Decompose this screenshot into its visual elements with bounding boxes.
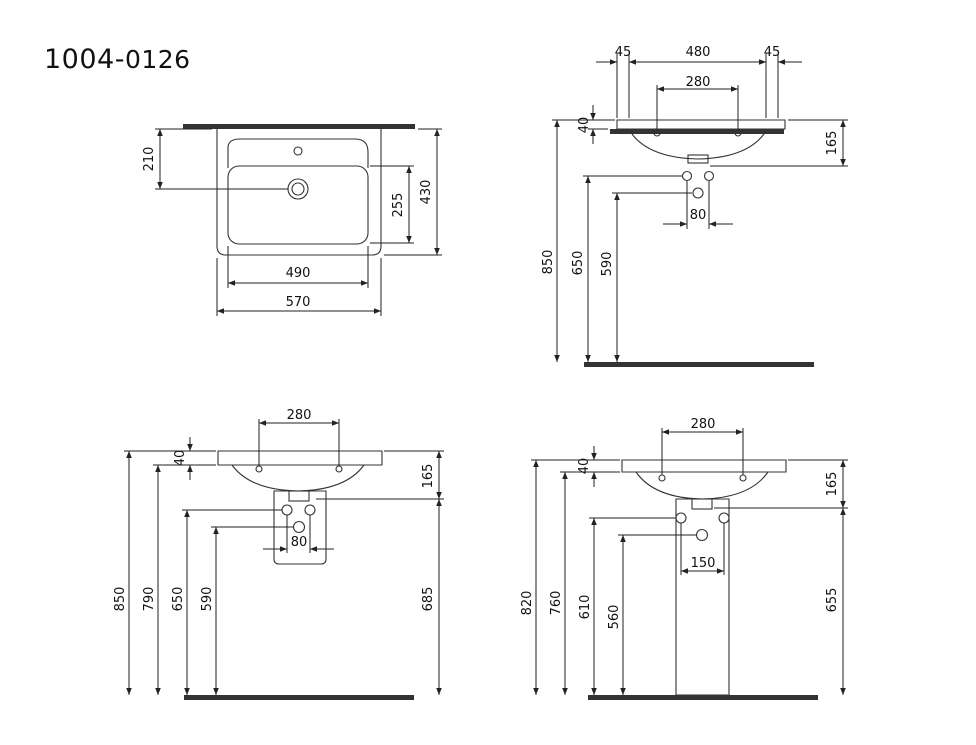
top-view-tap-deck: [227, 138, 369, 168]
full-pedestal-basin-bowl: [635, 471, 769, 500]
top-view: 210 255 430 490 570: [142, 124, 442, 316]
dim-label-490: 490: [286, 266, 311, 281]
dim-label-850-side: 850: [541, 250, 556, 275]
basin-rim: [616, 119, 786, 130]
dim-label-45-right: 45: [764, 45, 781, 60]
dim-label-280-side: 280: [686, 75, 711, 90]
top-view-tap-hole: [293, 146, 303, 156]
dim-label-165-full: 165: [825, 472, 840, 497]
dim-label-650-half: 650: [171, 587, 186, 612]
product-code-prefix: 1004-: [44, 44, 125, 75]
half-pedestal-basin-bowl: [231, 464, 365, 492]
dim-label-45-left: 45: [615, 45, 632, 60]
dim-label-655-full: 655: [825, 588, 840, 613]
dim-label-820-full: 820: [520, 591, 535, 616]
dim-label-165-side: 165: [825, 131, 840, 156]
product-code-number: 0126: [124, 45, 191, 74]
half-pedestal-waste-pipe: [292, 520, 306, 534]
full-pedestal-tap-hole-left: [658, 474, 666, 482]
side-view-floor: [584, 362, 814, 367]
top-view-drain: [287, 178, 309, 200]
full-pedestal-tap-hole-right: [739, 474, 747, 482]
dim-label-790-half: 790: [142, 587, 157, 612]
dim-label-685-half: 685: [421, 587, 436, 612]
full-pedestal-floor: [588, 695, 818, 700]
side-view-wall-hung: 45 480 45 280 40 165 850 650 590: [541, 45, 848, 367]
half-pedestal-waste-outlet: [288, 490, 310, 502]
half-pedestal-view: 280 40 165 685 850 790 650 590: [113, 408, 444, 700]
dim-label-590-half: 590: [200, 587, 215, 612]
dim-label-40-side: 40: [577, 117, 592, 134]
basin-bowl: [631, 133, 765, 160]
dim-label-650-side: 650: [571, 251, 586, 276]
full-pedestal-column: [675, 498, 730, 696]
dim-label-430: 430: [419, 180, 434, 205]
dim-label-40-half: 40: [173, 450, 188, 467]
dim-label-150-full: 150: [691, 556, 716, 571]
full-pedestal-view: 280 40 165 655 820 760 610 560: [520, 417, 848, 700]
dim-label-80-side: 80: [690, 208, 707, 223]
dim-label-255: 255: [391, 193, 406, 218]
product-code-title: 1004-0126: [44, 44, 191, 75]
supply-right: [703, 170, 715, 182]
dim-label-560-full: 560: [607, 605, 622, 630]
dim-label-760-full: 760: [549, 591, 564, 616]
top-view-wall: [183, 124, 415, 129]
supply-left: [681, 170, 693, 182]
half-pedestal-basin-rim: [217, 450, 383, 466]
dim-label-590-side: 590: [600, 252, 615, 277]
dim-label-570: 570: [286, 295, 311, 310]
dim-label-850-half: 850: [113, 587, 128, 612]
waste-outlet: [687, 154, 709, 164]
dim-label-210: 210: [142, 147, 157, 172]
half-pedestal-floor: [184, 695, 414, 700]
top-view-bowl: [227, 165, 369, 245]
dim-label-80-half: 80: [291, 535, 308, 550]
top-view-basin-outline: [216, 129, 382, 256]
full-pedestal-waste-pipe: [695, 528, 709, 542]
dim-label-480: 480: [686, 45, 711, 60]
dim-label-40-full: 40: [577, 458, 592, 475]
half-pedestal-tap-hole-right: [335, 465, 343, 473]
dim-label-280-half: 280: [287, 408, 312, 423]
full-pedestal-basin-rim: [621, 459, 787, 473]
dim-label-165-half: 165: [421, 464, 436, 489]
top-view-drain-inner: [291, 182, 305, 196]
full-pedestal-waste-outlet: [691, 498, 713, 510]
dim-label-280-full: 280: [691, 417, 716, 432]
dim-label-610-full: 610: [578, 595, 593, 620]
side-view-wall-mount: [610, 129, 784, 134]
waste-pipe: [692, 187, 704, 199]
half-pedestal-tap-hole-left: [255, 465, 263, 473]
